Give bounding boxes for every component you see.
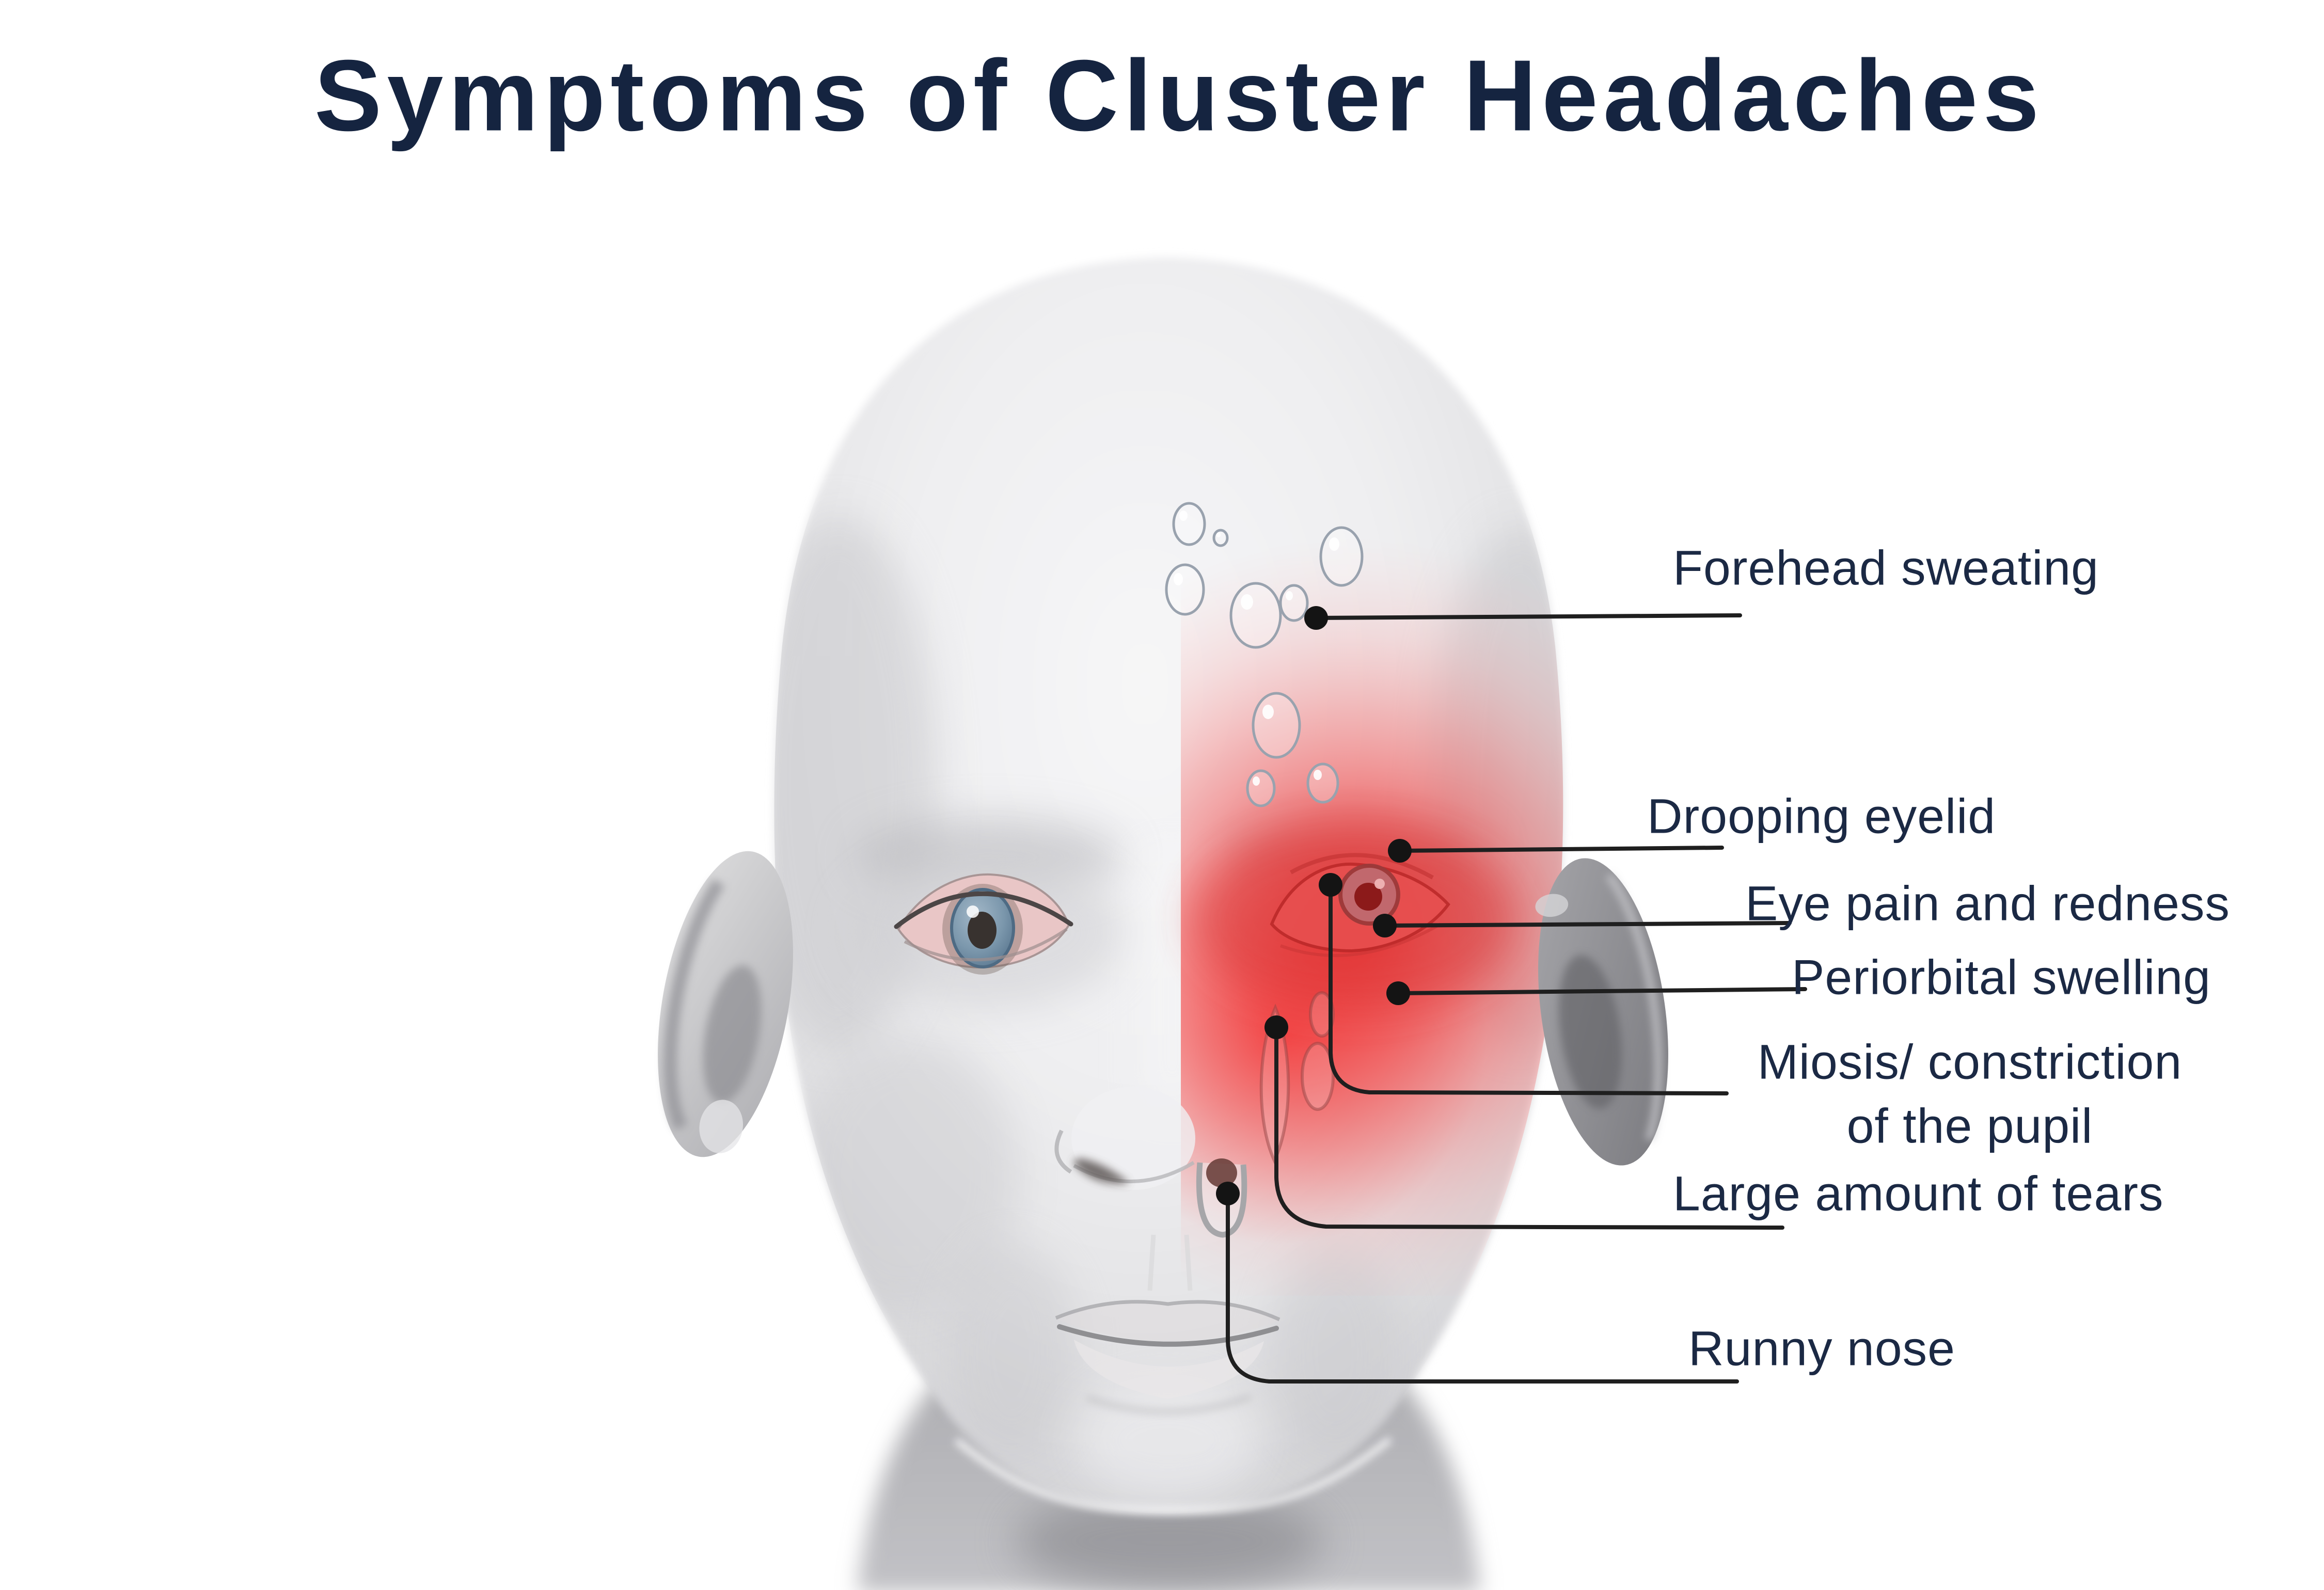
under-chin-shadow [1015,1492,1324,1590]
nostril-right-opening [1206,1158,1237,1187]
leader-dot-miosis [1319,873,1342,897]
jaw-shadow-left [945,1244,1079,1461]
left-eye-highlight [967,905,979,918]
label-forehead-sweating: Forehead sweating [1673,540,2099,596]
upper-lip [1056,1302,1279,1342]
left-lower-lid [904,928,1068,962]
nose-tip [1071,1087,1195,1190]
droplet [1229,582,1282,649]
leader-line-periorbital [1396,987,1807,995]
leader-line-drooping-eyelid [1398,846,1724,853]
red-lower-lid [1279,923,1442,957]
page-title: Symptoms of Cluster Headaches [314,39,2045,152]
label-large-amount-of-tears: Large amount of tears [1673,1166,2164,1221]
right-eye-red [1195,829,1515,1009]
label-miosis-line2: of the pupil [1846,1099,2093,1153]
tear-drop-small [1309,991,1335,1038]
leader-dot-tears [1264,1015,1288,1039]
droplet [1306,762,1339,804]
label-drooping-eyelid: Drooping eyelid [1647,789,1996,844]
leader-line-tears [1274,1025,1784,1230]
left-pupil [968,912,997,949]
droplet [1172,502,1206,546]
droplet [1319,526,1364,587]
droplet [1252,692,1301,759]
label-miosis: Miosis/ constriction of the pupil [1758,1031,2182,1158]
red-upper-lid-crease [1290,853,1434,880]
upper-lip-edge [1055,1300,1280,1322]
leader-dot-periorbital [1386,981,1410,1005]
leader-dot-runny-nose [1216,1182,1240,1205]
droplet [1279,584,1309,622]
leader-line-eye-pain [1383,921,1792,928]
label-miosis-line1: Miosis/ constriction [1757,1035,2183,1090]
mouth-line [1057,1324,1279,1347]
ear-right [1535,858,1668,1166]
droplet [1212,529,1229,547]
chin-highlight [1075,1381,1261,1500]
jaw-shadow-right [1268,1244,1402,1461]
leader-line-miosis [1329,883,1729,1095]
nostril-left-ala [1054,1130,1072,1174]
leader-dot-eye-pain [1373,914,1397,937]
left-upper-lid [894,891,1073,929]
tear-drop-mid [1301,1042,1335,1111]
label-periorbital-swelling: Periorbital swelling [1792,950,2211,1005]
leader-dots [1216,606,1412,1205]
nostril-left [1073,1158,1130,1184]
ear-left [658,851,793,1157]
sweat-droplets [1165,502,1364,807]
left-eye [894,873,1073,975]
leader-line-forehead-sweating [1314,613,1742,620]
leader-dot-drooping-eyelid [1388,839,1412,863]
droplet [1165,563,1205,616]
lower-lip [1074,1340,1264,1399]
red-eye-highlight [1374,879,1385,889]
label-runny-nose: Runny nose [1688,1321,1956,1376]
leader-lines [1226,613,1807,1384]
leader-line-runny-nose [1226,1191,1739,1384]
philtrum [1147,1234,1193,1291]
chin-rim-light [954,1437,1392,1514]
droplet [1246,769,1276,807]
lower-lip-shadow [1086,1394,1252,1414]
red-pupil [1354,883,1382,911]
label-eye-pain-redness: Eye pain and redness [1745,876,2230,931]
mouth [1055,1234,1280,1414]
leader-dot-forehead-sweating [1304,606,1328,630]
